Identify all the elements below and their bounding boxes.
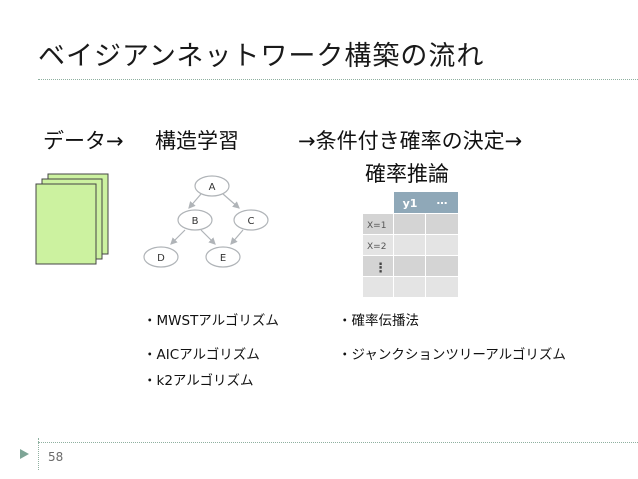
node-b-label: B	[192, 216, 199, 227]
data-label: データ→	[43, 129, 124, 153]
method-aic: ・AICアルゴリズム	[143, 347, 260, 363]
table-header-more: …	[437, 194, 448, 207]
bayesian-network-graph: A B C D E	[143, 175, 269, 268]
probability-table: y1 … X=1 X=2 ⋮	[363, 192, 458, 297]
network-node-a: A	[194, 175, 230, 197]
network-node-e: E	[205, 246, 241, 268]
edge-b-d	[170, 229, 186, 245]
table-row-x2: X=2	[367, 242, 386, 252]
method-mwst: ・MWSTアルゴリズム	[143, 313, 279, 329]
probabilistic-inference-label: 確率推論	[365, 162, 449, 186]
node-e-label: E	[220, 253, 226, 264]
edge-b-e	[200, 229, 216, 245]
method-k2: ・k2アルゴリズム	[143, 373, 254, 389]
footer-vertical-divider	[38, 438, 39, 470]
table-header-y1: y1	[403, 197, 418, 210]
method-belief-propagation: ・確率伝播法	[338, 313, 419, 329]
table-row-x1: X=1	[367, 221, 386, 231]
slide-title: ベイジアンネットワーク構築の流れ	[38, 41, 485, 72]
network-node-c: C	[233, 209, 269, 231]
footer-marker-icon	[20, 449, 29, 459]
title-divider	[38, 79, 638, 80]
node-d-label: D	[157, 253, 165, 264]
network-edges	[170, 193, 244, 245]
document-stack-icon	[35, 173, 109, 265]
edge-a-c	[222, 193, 240, 209]
page-number: 58	[48, 450, 64, 464]
network-node-d: D	[143, 246, 179, 268]
structure-learning-label: 構造学習	[155, 129, 239, 153]
node-a-label: A	[209, 182, 216, 193]
edge-c-e	[230, 229, 244, 245]
footer-divider	[38, 442, 638, 443]
table-row-more: ⋮	[374, 261, 387, 276]
probability-decision-label: →条件付き確率の決定→	[298, 129, 523, 153]
network-node-b: B	[177, 209, 213, 231]
table-body	[363, 214, 458, 297]
node-c-label: C	[248, 216, 255, 227]
method-junction-tree: ・ジャンクションツリーアルゴリズム	[338, 347, 566, 363]
edge-a-b	[188, 193, 202, 209]
